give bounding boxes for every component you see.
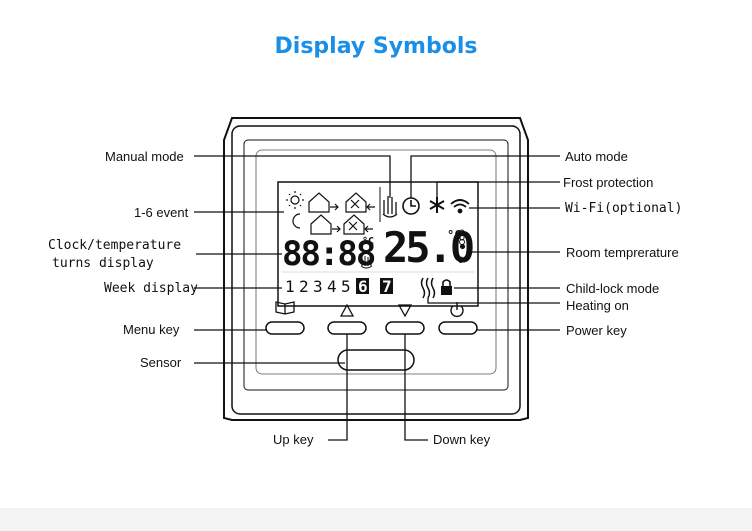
power-key-shape [438,321,478,335]
label-menu-key: Menu key [123,322,180,337]
home-leave-icon [345,192,375,213]
label-event: 1-6 event [134,205,189,220]
triangle-down-icon [397,304,413,318]
label-manual-mode: Manual mode [105,149,184,164]
home-arrive-icon [308,192,339,213]
day-7-box [380,278,393,294]
wifi-icon [450,199,470,214]
sensor-slot [337,349,415,371]
up-key-shape [327,321,367,335]
leader-lines-left [194,155,428,441]
label-week-display: Week display [104,281,198,296]
triangle-up-icon [339,303,355,317]
lcd-day-6: 6 [358,277,368,296]
manual-indicator-icon [360,256,373,269]
label-frost-protection: Frost protection [563,175,654,190]
hand-icon [382,196,398,218]
label-up-key: Up key [273,432,314,447]
label-auto-mode: Auto mode [565,149,628,164]
home-leave-icon-2 [343,214,373,235]
lcd-clock-digits: 88:88 [282,234,376,274]
lcd-day-2: 2 [299,277,309,296]
thermostat-inner-face [255,149,497,375]
lcd-panel [277,181,479,307]
day-6-box [356,278,369,294]
label-clock-temp-2: turns display [52,256,154,271]
lcd-day-1: 1 [285,277,295,296]
thermostat-face [243,139,509,391]
label-down-key: Down key [433,432,491,447]
lcd-clock-unit: °C [362,236,375,247]
menu-key-shape [265,321,305,335]
lcd-day-7: 7 [382,277,392,296]
lcd-day-5: 5 [341,277,351,296]
lcd-room-temperature: 25.0 [383,223,475,272]
bottom-strip [0,508,752,531]
lcd-percent: % [455,252,463,267]
label-sensor: Sensor [140,355,182,370]
heating-icon [420,277,436,299]
lcd-day-4: 4 [327,277,337,296]
thermometer-icon [459,229,465,245]
page-title: Display Symbols [274,34,478,59]
label-power-key: Power key [566,323,627,338]
label-wifi: Wi-Fi(optional) [565,201,683,216]
down-key-shape [385,321,425,335]
lcd-day-3: 3 [313,277,323,296]
label-heating-on: Heating on [566,298,629,313]
label-room-temperature: Room temprerature [566,245,679,260]
lock-icon [441,279,452,295]
label-clock-temp-1: Clock/temperature [48,238,182,253]
snowflake-icon [429,197,445,213]
thermostat-bezel [231,125,521,415]
label-child-lock: Child-lock mode [566,281,660,296]
lcd-temp-unit: °C [447,228,462,242]
sun-icon [286,191,304,209]
moon-icon [292,213,301,229]
home-arrive-icon-2 [310,214,341,235]
book-icon [275,301,295,315]
leader-lines-right [410,155,560,331]
